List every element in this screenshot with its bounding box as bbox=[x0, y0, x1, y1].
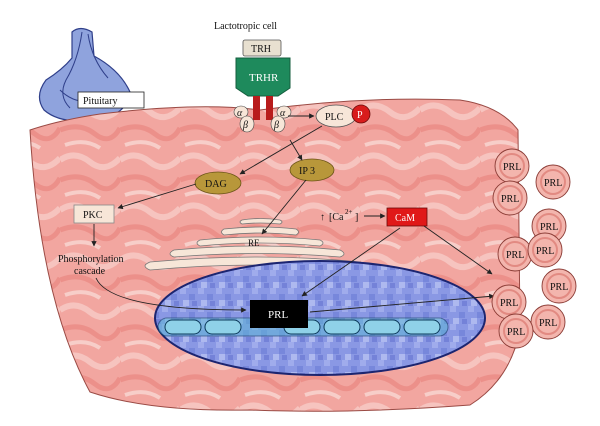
arrow-cam-to-vesicle bbox=[423, 225, 493, 275]
prl-vesicle: PRL bbox=[491, 284, 527, 320]
alpha-left: α bbox=[237, 108, 243, 119]
pkc-label: PKC bbox=[83, 210, 103, 221]
prl-vesicle: PRL bbox=[498, 313, 534, 349]
cam-node: CaM bbox=[386, 207, 428, 227]
beta-left: β bbox=[242, 120, 248, 131]
pathway-arrows bbox=[91, 113, 495, 313]
prl-vesicle: PRL bbox=[527, 232, 563, 268]
phospho-label: P bbox=[357, 110, 363, 121]
ip3-node: IP 3 bbox=[289, 158, 335, 182]
prl-vesicle-label: PRL bbox=[550, 282, 568, 293]
arrow-dag-to-pkc bbox=[117, 183, 197, 210]
er-label: RE bbox=[248, 238, 260, 248]
trh-ligand-label: TRH bbox=[251, 44, 271, 55]
prl-vesicle-label: PRL bbox=[503, 162, 521, 173]
nucleus: PRL bbox=[154, 260, 486, 376]
prl-vesicle-label: PRL bbox=[540, 222, 558, 233]
prl-vesicle-label: PRL bbox=[539, 318, 557, 329]
calcium-text: [Ca bbox=[329, 212, 344, 223]
trhr-label: TRHR bbox=[249, 72, 279, 84]
calcium-sup: 2+ bbox=[345, 208, 353, 216]
arrow-cam-to-gene bbox=[301, 227, 401, 297]
pituitary-label: Pituitary bbox=[83, 96, 117, 107]
calcium-label: ↑ [Ca 2+ ] bbox=[320, 208, 358, 223]
prl-gene-box bbox=[250, 300, 308, 328]
trh-ligand-box bbox=[242, 39, 282, 57]
dag-label: DAG bbox=[205, 179, 227, 190]
arrow-ip3-to-er bbox=[261, 179, 307, 235]
pituitary-gland: Pituitary bbox=[38, 27, 145, 122]
prl-vesicle-label: PRL bbox=[501, 194, 519, 205]
prl-vesicle: PRL bbox=[535, 164, 571, 200]
prl-vesicle: PRL bbox=[494, 148, 530, 184]
prl-vesicle: PRL bbox=[492, 180, 528, 216]
plc-label: PLC bbox=[325, 112, 344, 123]
prl-vesicle-label: PRL bbox=[500, 298, 518, 309]
prl-vesicle: PRL bbox=[541, 268, 577, 304]
arrow-cascade-to-gene bbox=[95, 277, 247, 313]
calcium-close: ] bbox=[355, 212, 358, 223]
trh-receptor: TRH TRHR α β α β bbox=[233, 39, 292, 133]
prl-vesicle-label: PRL bbox=[544, 178, 562, 189]
prl-vesicle-label: PRL bbox=[507, 327, 525, 338]
g-protein-alpha-bar-right bbox=[266, 96, 273, 120]
prl-vesicles: PRL PRL PRL PRL PRL PRL PRL PRL PRL PRL bbox=[491, 148, 577, 349]
dag-node: DAG bbox=[194, 171, 242, 195]
pkc-node: PKC bbox=[73, 204, 115, 224]
phosphorylation-line1: Phosphorylation bbox=[58, 254, 124, 265]
arrow-plc-to-ip3 bbox=[289, 139, 303, 161]
plc-node: PLC P bbox=[315, 104, 371, 128]
g-protein-alpha-bar-left bbox=[253, 96, 260, 120]
cell-title: Lactotropic cell bbox=[214, 21, 277, 32]
cam-label: CaM bbox=[395, 213, 415, 224]
pituitary-label-box bbox=[77, 91, 145, 109]
prl-gene-label: PRL bbox=[268, 309, 288, 321]
prl-vesicle-label: PRL bbox=[506, 250, 524, 261]
alpha-right: α bbox=[280, 108, 286, 119]
prl-vesicle: PRL bbox=[530, 304, 566, 340]
phosphorylation-line2: cascade bbox=[74, 266, 106, 277]
calcium-arrow: ↑ bbox=[320, 212, 325, 223]
arrow-gene-to-vesicle bbox=[309, 293, 495, 313]
ip3-label: IP 3 bbox=[299, 166, 315, 177]
prl-vesicle: PRL bbox=[497, 236, 533, 272]
prl-vesicle-label: PRL bbox=[536, 246, 554, 257]
beta-right: β bbox=[273, 120, 279, 131]
arrow-plc-to-dag bbox=[239, 125, 323, 175]
